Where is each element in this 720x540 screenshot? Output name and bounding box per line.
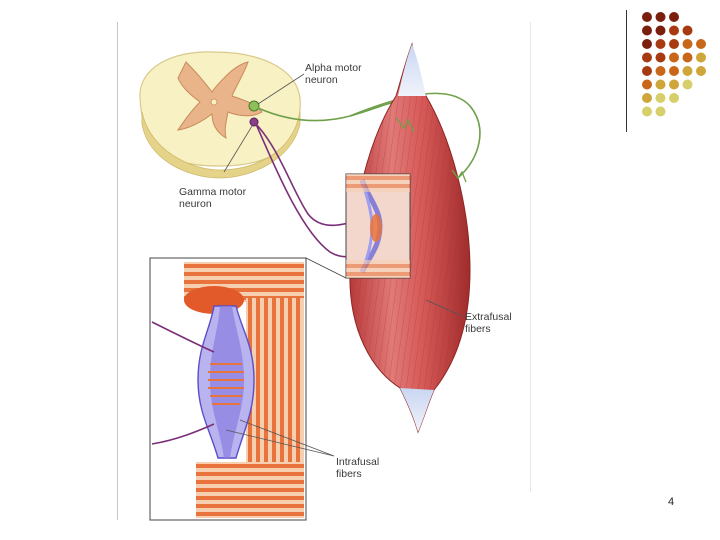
label-gamma-line-1: Gamma motor — [179, 186, 246, 198]
page-number: 4 — [668, 496, 674, 508]
label-alpha-line-2: neuron — [305, 74, 362, 86]
label-extrafusal-line-1: Extrafusal — [465, 311, 512, 323]
label-alpha-line-1: Alpha motor — [305, 62, 362, 74]
label-intrafusal-line-2: fibers — [336, 468, 379, 480]
label-extrafusal-line-2: fibers — [465, 323, 512, 335]
spindle-cutaway — [346, 174, 410, 278]
label-gamma-line-2: neuron — [179, 198, 246, 210]
magnified-spindle-inset — [150, 258, 306, 520]
label-extrafusal-fibers: Extrafusal fibers — [465, 311, 512, 335]
label-gamma-motor-neuron: Gamma motor neuron — [179, 186, 246, 210]
label-alpha-motor-neuron: Alpha motor neuron — [305, 62, 362, 86]
label-intrafusal-fibers: Intrafusal fibers — [336, 456, 379, 480]
label-intrafusal-line-1: Intrafusal — [336, 456, 379, 468]
